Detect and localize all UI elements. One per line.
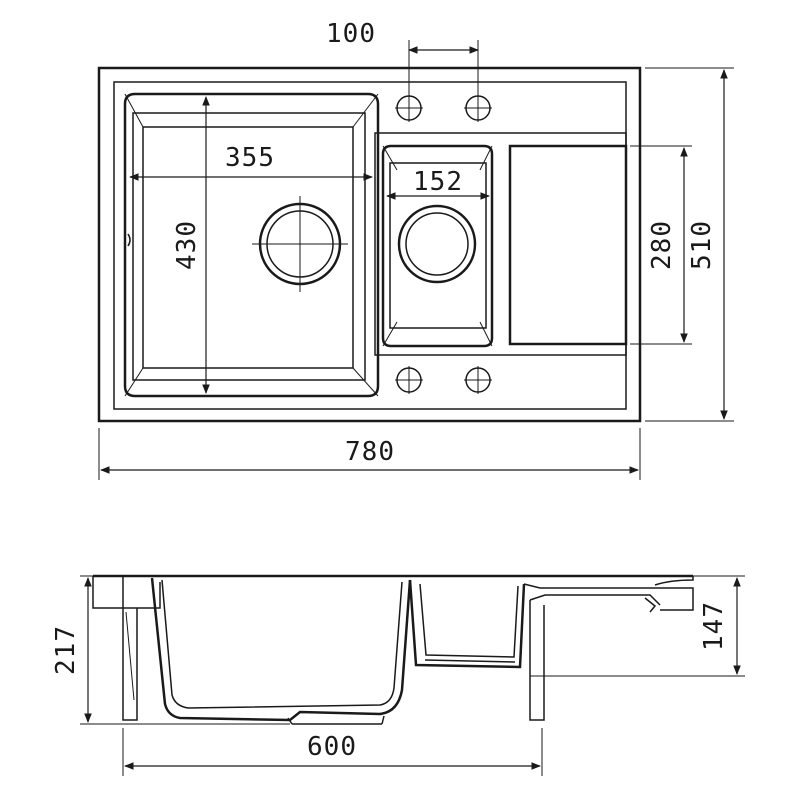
dim-label-217: 217	[51, 625, 81, 675]
tap-hole-icon	[395, 366, 423, 394]
tap-hole-icon	[395, 94, 423, 122]
tap-holes	[395, 94, 492, 394]
dim-tap-spacing: 100	[326, 19, 479, 96]
dim-label-355: 355	[225, 143, 275, 173]
tap-hole-icon	[464, 94, 492, 122]
dim-label-600: 600	[307, 732, 357, 762]
tap-hole-icon	[464, 366, 492, 394]
dim-label-100: 100	[326, 19, 376, 49]
dim-small-bowl-width: 152	[386, 167, 490, 200]
dim-main-bowl-width: 355	[129, 143, 373, 181]
dim-label-510: 510	[687, 220, 717, 270]
drainer-area	[508, 144, 628, 346]
drainer-profile	[523, 583, 694, 611]
small-bowl-profile	[408, 579, 526, 669]
dim-overall-depth: 510	[645, 67, 734, 422]
dim-label-147: 147	[699, 601, 729, 651]
dim-label-152: 152	[413, 167, 463, 197]
dim-label-430: 430	[172, 220, 202, 270]
dim-label-780: 780	[345, 437, 395, 467]
main-bowl	[123, 92, 380, 398]
side-view: 217 147 600	[51, 574, 745, 776]
dim-main-bowl-depth: 430	[172, 96, 210, 394]
dim-cabinet-width: 600	[122, 728, 543, 776]
dim-total-height: 217	[51, 575, 290, 725]
main-bowl-profile	[150, 577, 412, 722]
dim-label-280: 280	[647, 220, 677, 270]
small-drain-icon	[397, 204, 477, 284]
dim-drainer-depth: 280	[630, 145, 692, 345]
top-view: 100 355 430 152 280 510	[97, 19, 734, 480]
dim-overall-width: 780	[98, 428, 641, 480]
dim-drainer-height: 147	[530, 575, 745, 677]
sink-outer-rim	[97, 66, 642, 423]
